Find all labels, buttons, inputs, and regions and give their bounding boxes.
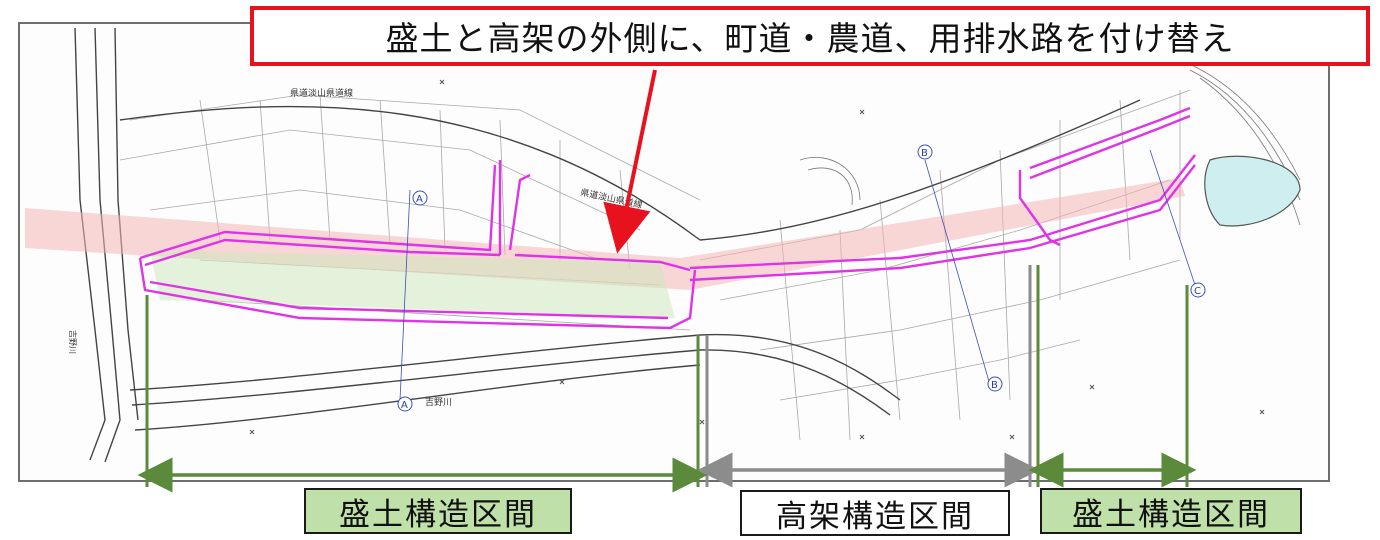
- svg-text:C: C: [1194, 286, 1201, 297]
- pond: [1204, 155, 1301, 227]
- section-markers: A A B B C: [397, 144, 1206, 412]
- survey-points: [249, 59, 1265, 440]
- relocation-outline: [138, 106, 1196, 330]
- embankment-fill: [150, 250, 675, 318]
- section-label-embankment-left: 盛土構造区間: [304, 488, 572, 534]
- svg-text:A: A: [401, 400, 408, 411]
- expressway: [74, 27, 1141, 463]
- svg-text:B: B: [991, 380, 998, 391]
- section-label-embankment-right: 盛土構造区間: [1040, 488, 1302, 534]
- callout-arrow: [603, 69, 657, 254]
- callout-text: 盛土と高架の外側に、町道・農道、用排水路を付け替え: [385, 19, 1235, 58]
- river-label-bottom: 吉野川: [425, 397, 452, 408]
- section-label-viaduct: 高架構造区間: [740, 490, 1010, 536]
- svg-text:B: B: [921, 148, 928, 159]
- river-label-left: 吉野川: [68, 330, 77, 354]
- callout-box: 盛土と高架の外側に、町道・農道、用排水路を付け替え: [250, 6, 1370, 66]
- road-label-top: 県道淡山県道線: [290, 87, 353, 99]
- svg-text:A: A: [416, 194, 423, 205]
- road-label-mid: 県道淡山県道線: [579, 186, 643, 211]
